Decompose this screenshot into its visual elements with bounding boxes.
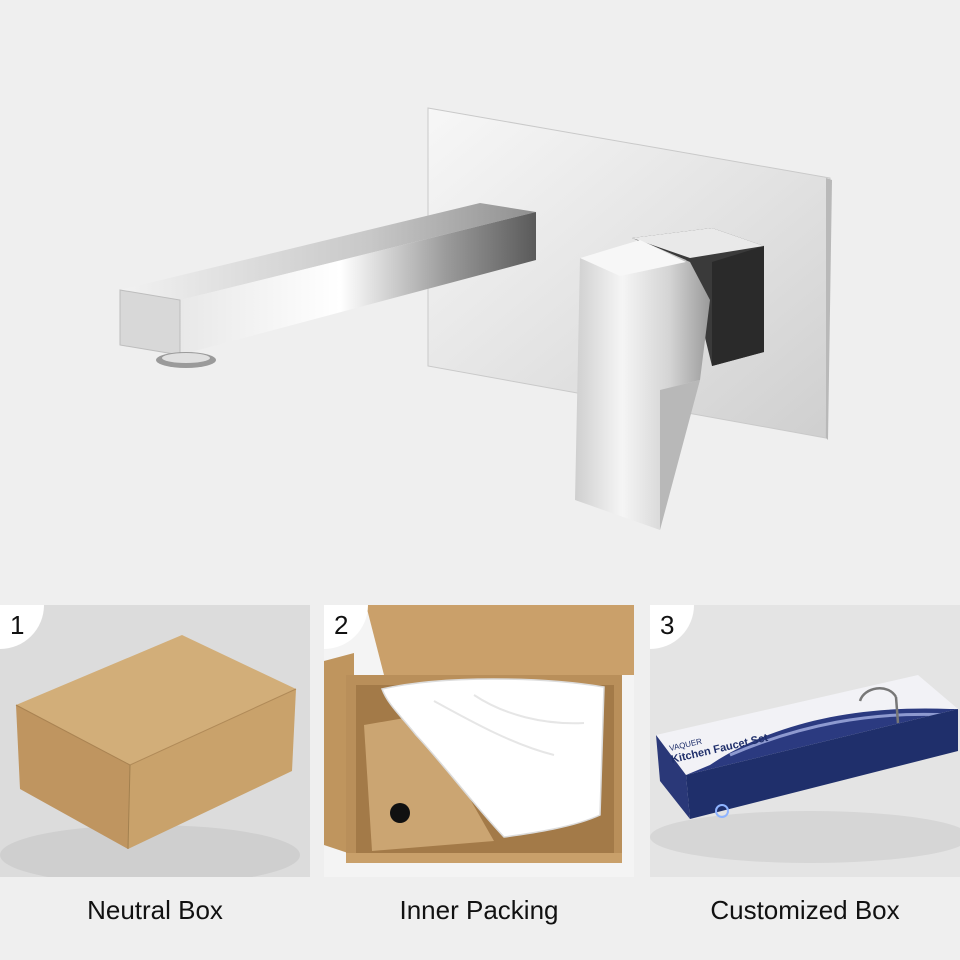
caption-customized-box: Customized Box bbox=[710, 895, 900, 925]
neutral-box-image bbox=[0, 605, 310, 877]
caption-neutral-box: Neutral Box bbox=[87, 895, 223, 925]
customized-box-image: VAQUER Kitchen Faucet Set bbox=[650, 605, 960, 877]
neutral-box-panel: 1 bbox=[0, 605, 310, 877]
customized-box-panel: VAQUER Kitchen Faucet Set 3 bbox=[650, 605, 960, 877]
faucet-hero-image bbox=[119, 107, 832, 530]
caption-inner-packing: Inner Packing bbox=[399, 895, 559, 925]
inner-packing-panel: 2 bbox=[324, 605, 634, 877]
faucet-illustration bbox=[119, 107, 832, 530]
inner-packing-image bbox=[324, 605, 634, 877]
panel-number-badge: 3 bbox=[650, 605, 694, 649]
